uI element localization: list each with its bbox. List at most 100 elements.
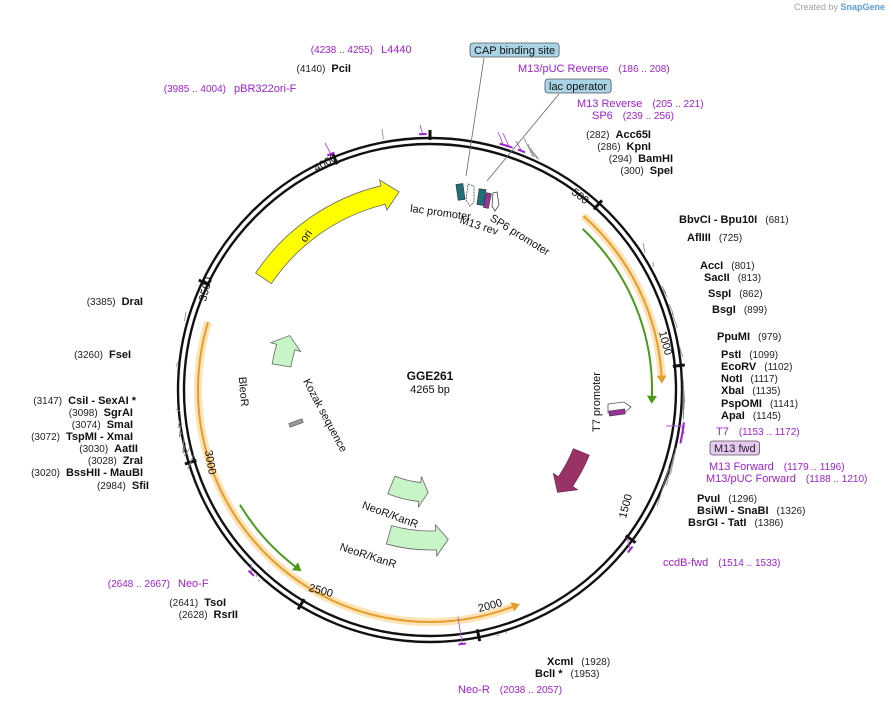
primer-sp6[interactable]: SP6(239 .. 256) (592, 110, 674, 122)
feature-m13-rev[interactable] (483, 192, 492, 209)
enzyme-site-csii-sexai[interactable]: CsiI - SexAI *(3147) (33, 395, 136, 407)
enzyme-site-ecorv[interactable]: EcoRV(1102) (721, 361, 792, 373)
feature-neor-kanr[interactable] (385, 523, 449, 558)
enzyme-site-apai[interactable]: ApaI(1145) (721, 410, 781, 422)
primer-neo-r[interactable]: Neo-R(2038 .. 2057) (458, 684, 562, 696)
primer-callout-line (502, 132, 510, 147)
enzyme-position: (1386) (754, 518, 783, 529)
feature-bleor[interactable] (269, 335, 302, 368)
enzyme-site-afliii[interactable]: AflIII(725) (687, 232, 742, 244)
feature-neor-kanr[interactable] (387, 475, 429, 508)
primer-callout-line (626, 537, 631, 550)
enzyme-name: BbvCI - Bpu10I (679, 214, 757, 226)
primer-t7[interactable]: T7(1153 .. 1172) (716, 426, 800, 438)
enzyme-site-bsrgi-tati[interactable]: BsrGI - TatI(1386) (688, 517, 783, 529)
feature-m13-fwd-site[interactable] (608, 408, 626, 417)
primer-m13-puc-reverse[interactable]: M13/pUC Reverse(186 .. 208) (518, 63, 670, 75)
primer-range: (2648 .. 2667) (108, 579, 170, 590)
feature-label-neor-kanr: NeoR/KanR (360, 500, 419, 531)
primer-neo-f[interactable]: Neo-F(2648 .. 2667) (108, 578, 209, 590)
enzyme-site-sgrai[interactable]: SgrAI(3098) (69, 407, 133, 419)
tick-mark-4000 (331, 152, 339, 165)
primer-pbr322ori-f[interactable]: pBR322ori-F(3985 .. 4004) (164, 83, 297, 95)
feature-ccdb[interactable] (552, 448, 590, 493)
enzyme-callout-line (642, 242, 646, 253)
primer-range: (1179 .. 1196) (784, 462, 845, 473)
enzyme-site-pspomi[interactable]: PspOMI(1141) (721, 398, 798, 410)
enzyme-site-sspi[interactable]: SspI(862) (708, 288, 763, 300)
feature-kozak-sequence[interactable] (288, 418, 304, 428)
enzyme-site-fsei[interactable]: FseI(3260) (74, 349, 131, 361)
enzyme-site-acc65i[interactable]: Acc65I(282) (586, 129, 651, 141)
primer-binding-mark (247, 569, 255, 577)
enzyme-callout-line (182, 437, 185, 453)
enzyme-position: (1102) (764, 362, 792, 373)
feature-label-ori: ori (298, 228, 315, 245)
enzyme-site-drai[interactable]: DraI(3385) (87, 296, 143, 308)
primer-range: (239 .. 256) (623, 111, 674, 122)
enzyme-site-smai[interactable]: SmaI(3074) (72, 419, 133, 431)
enzyme-site-pcii[interactable]: PciI(4140) (297, 63, 351, 75)
enzyme-site-acci[interactable]: AccI(801) (700, 260, 755, 272)
feature-label-kozak-sequence: Kozak sequence (300, 377, 349, 454)
enzyme-site-bsgi[interactable]: BsgI (899) (712, 304, 767, 316)
primer-range: (205 .. 221) (652, 99, 703, 110)
enzyme-callout-line (682, 388, 685, 410)
enzyme-site-bsiwi-snabi[interactable]: BsiWI - SnaBI(1326) (697, 505, 805, 517)
enzyme-site-xbai[interactable]: XbaI(1135) (721, 385, 780, 397)
enzyme-name: SgrAI (104, 407, 133, 419)
enzyme-callout-line (187, 453, 195, 470)
feature-lac-promoter-part[interactable] (476, 188, 487, 206)
enzyme-site-sfii[interactable]: SfiI(2984) (97, 480, 149, 492)
enzyme-callout-line (656, 467, 670, 506)
feature-box-cap-binding-site[interactable]: CAP binding site (469, 42, 560, 58)
enzyme-site-tsoi[interactable]: TsoI(2641) (169, 597, 226, 609)
primer-name: ccdB-fwd (663, 557, 708, 569)
primer-m13-reverse[interactable]: M13 Reverse(205 .. 221) (577, 98, 704, 110)
enzyme-site-ppumi[interactable]: PpuMI(979) (717, 331, 781, 343)
enzyme-site-zrai[interactable]: ZraI(3028) (88, 455, 143, 467)
enzyme-name: BsgI (712, 304, 736, 316)
primer-ccdb-fwd[interactable]: ccdB-fwd(1514 .. 1533) (663, 557, 781, 569)
feature-lac-promoter[interactable] (455, 183, 466, 201)
primer-m13-forward[interactable]: M13 Forward(1179 .. 1196) (709, 461, 845, 473)
enzyme-site-bsshii-maubi[interactable]: BssHII - MauBI(3020) (31, 467, 143, 479)
primer-m13-puc-forward[interactable]: M13/pUC Forward(1188 .. 1210) (706, 473, 867, 485)
feature-sp6-promoter[interactable] (491, 191, 500, 212)
enzyme-callout-line (177, 420, 181, 428)
enzyme-position: (1326) (777, 506, 806, 517)
enzyme-site-spei[interactable]: SpeI(300) (620, 165, 673, 177)
feature-box-lac-operator[interactable]: lac operator (544, 78, 612, 94)
enzyme-site-noti[interactable]: NotI(1117) (721, 373, 778, 385)
enzyme-name: NotI (721, 373, 742, 385)
enzyme-callout-line (662, 289, 668, 298)
enzyme-site-kpni[interactable]: KpnI(286) (597, 141, 651, 153)
feature-ori[interactable] (255, 179, 400, 285)
enzyme-name: KpnI (627, 141, 651, 153)
enzyme-position: (1953) (571, 669, 600, 680)
primer-m13-fwd[interactable]: M13 fwd (709, 440, 760, 456)
enzyme-site-aatii[interactable]: AatII(3030) (79, 443, 138, 455)
enzyme-position: (725) (719, 233, 742, 244)
enzyme-site-bamhi[interactable]: BamHI(294) (609, 153, 673, 165)
enzyme-site-rsrii[interactable]: RsrII(2628) (179, 609, 238, 621)
feature-label-neor-kanr: NeoR/KanR (338, 541, 398, 571)
primer-l4440[interactable]: L4440(4238 .. 4255) (311, 44, 412, 56)
feature-box-background (544, 78, 612, 94)
feature-box-background (469, 42, 560, 58)
enzyme-site-xcmi[interactable]: XcmI(1928) (547, 656, 610, 668)
enzyme-site-sacii[interactable]: SacII(813) (704, 272, 761, 284)
enzyme-name: SacII (704, 272, 730, 284)
enzyme-site-bcli[interactable]: BclI *(1953) (535, 668, 599, 680)
primer-binding-mark (627, 545, 634, 554)
enzyme-position: (899) (744, 305, 767, 316)
enzyme-callout-line (666, 453, 675, 486)
enzyme-position: (300) (620, 166, 643, 177)
enzyme-name: DraI (122, 296, 143, 308)
enzyme-callout-line (505, 631, 508, 634)
enzyme-site-bbvci-bpu10i[interactable]: BbvCI - Bpu10I(681) (679, 214, 789, 226)
enzyme-site-pvui[interactable]: PvuI(1296) (697, 493, 757, 505)
layer-callout-lines (175, 57, 686, 646)
enzyme-site-psti[interactable]: PstI(1099) (721, 349, 778, 361)
enzyme-site-tspmi-xmai[interactable]: TspMI - XmaI(3072) (31, 431, 133, 443)
